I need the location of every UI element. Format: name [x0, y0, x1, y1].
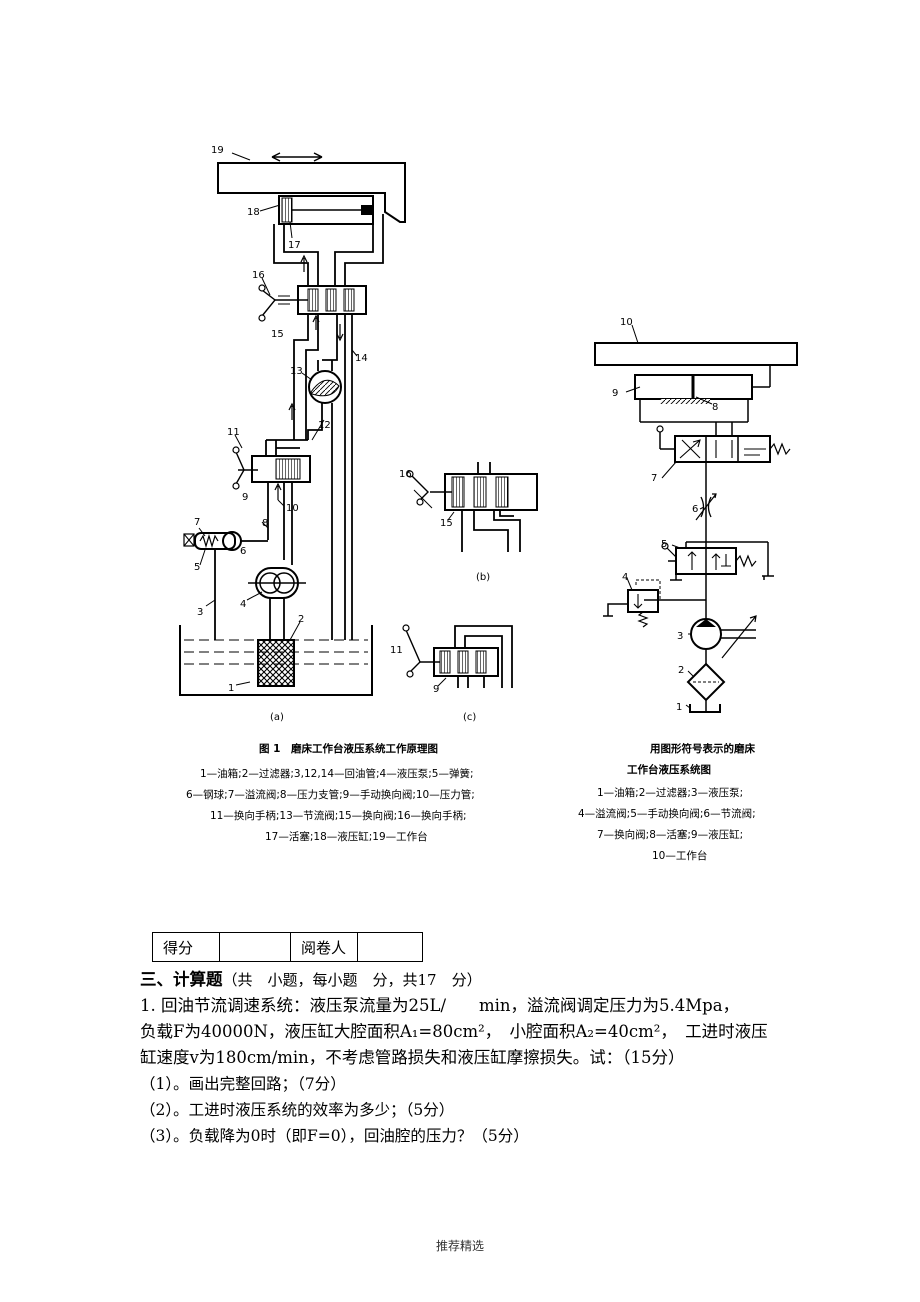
question-sub-3: （3）。负载降为0时（即F=0），回油腔的压力？（5分）: [140, 1127, 529, 1145]
label-r-2: 2: [678, 665, 684, 676]
caption-left-title: 图 1 磨床工作台液压系统工作原理图: [259, 743, 438, 755]
label-r-7: 7: [651, 473, 657, 484]
schematic-a-labels: 19 18 17 16 15 14 13 12 11 10 9 8 7 6 5 …: [194, 145, 368, 723]
label-19: 19: [211, 145, 224, 156]
schematic-a: [179, 152, 406, 696]
section-heading-note: （共 小题，每小题 分，共17 分）: [222, 971, 482, 989]
legend-right-line-4: 10—工作台: [652, 850, 708, 862]
label-5: 5: [194, 562, 200, 573]
label-10: 10: [286, 503, 299, 514]
label-6: 6: [240, 546, 246, 557]
legend-right-line-1: 1—油箱;2—过滤器;3—液压泵;: [597, 787, 744, 799]
label-2: 2: [298, 614, 304, 625]
legend-left-line-1: 1—油箱;2—过滤器;3,12,14—回油管;4—液压泵;5—弹簧;: [200, 768, 474, 780]
schematic-c: [402, 624, 513, 688]
label-1: 1: [228, 683, 234, 694]
label-7: 7: [194, 517, 200, 528]
symbol-diagram-labels: 10 9 8 7 6 5 4 3 2 1: [612, 317, 718, 713]
score-value-cell[interactable]: [219, 932, 291, 962]
label-r-3: 3: [677, 631, 683, 642]
label-8: 8: [262, 518, 268, 529]
label-c-9: 9: [433, 684, 439, 695]
subfig-c-label: (c): [463, 712, 476, 723]
caption-right-line-1: 用图形符号表示的磨床: [650, 743, 755, 755]
filter-2: [257, 639, 295, 687]
label-r-10: 10: [620, 317, 633, 328]
question-sub-2: （2）。工进时液压系统的效率为多少；（5分）: [140, 1101, 455, 1119]
label-4: 4: [240, 599, 246, 610]
label-9: 9: [242, 492, 248, 503]
label-r-9: 9: [612, 388, 618, 399]
reviewer-value-cell[interactable]: [357, 932, 423, 962]
legend-right-line-2: 4—溢流阀;5—手动换向阀;6—节流阀;: [578, 808, 756, 820]
question-line-1: 1. 回油节流调速系统：液压泵流量为25L/ min，溢流阀调定压力为5.4Mp…: [140, 996, 740, 1015]
label-15: 15: [271, 329, 284, 340]
label-14: 14: [355, 353, 368, 364]
label-16: 16: [252, 270, 265, 281]
question-line-2: 负载F为40000N，液压缸大腔面积A₁=80cm²， 小腔面积A₂=40cm²…: [140, 1022, 768, 1041]
score-table: 得分 阅卷人: [152, 932, 423, 962]
label-b-16: 16: [399, 469, 412, 480]
score-label: 得分: [152, 932, 220, 962]
throttle-13: [308, 370, 342, 404]
label-17: 17: [288, 240, 301, 251]
section-heading: 三、计算题: [140, 970, 223, 989]
worktable-10: [594, 342, 798, 366]
label-r-1: 1: [676, 702, 682, 713]
question-line-3: 缸速度v为180cm/min，不考虑管路损失和液压缸摩擦损失。试：（15分）: [140, 1048, 685, 1067]
tank-1: [179, 625, 373, 696]
label-11: 11: [227, 427, 240, 438]
label-r-8: 8: [712, 402, 718, 413]
subfig-b-label: (b): [476, 572, 490, 583]
section-heading-line: 三、计算题（共 小题，每小题 分，共17 分）: [140, 967, 482, 993]
subfig-a-label: (a): [270, 712, 284, 723]
legend-left-line-3: 11—换向手柄;13—节流阀;15—换向阀;16—换向手柄;: [210, 810, 467, 822]
label-c-11: 11: [390, 645, 403, 656]
label-r-4: 4: [622, 572, 628, 583]
label-18: 18: [247, 207, 260, 218]
label-r-5: 5: [661, 539, 667, 550]
label-b-15: 15: [440, 518, 453, 529]
label-r-6: 6: [692, 504, 698, 515]
page-footer: 推荐精选: [435, 1239, 484, 1253]
label-13: 13: [290, 366, 303, 377]
legend-left-line-4: 17—活塞;18—液压缸;19—工作台: [265, 831, 428, 843]
caption-right-line-2: 工作台液压系统图: [627, 764, 711, 776]
legend-right-line-3: 7—换向阀;8—活塞;9—液压缸;: [597, 829, 744, 841]
relief-valve-4: [627, 589, 659, 613]
valve-9: [251, 455, 311, 483]
schematic-b: [406, 462, 538, 552]
question-sub-1: （1）。画出完整回路；（7分）: [140, 1075, 346, 1093]
worktable-19: [217, 162, 406, 223]
tank-1-symbol: [689, 704, 721, 713]
label-12: 12: [318, 420, 331, 431]
label-3: 3: [197, 607, 203, 618]
symbol-diagram: [594, 324, 798, 713]
legend-left-line-2: 6—钢球;7—溢流阀;8—压力支管;9—手动换向阀;10—压力管;: [186, 789, 475, 801]
reviewer-label: 阅卷人: [290, 932, 358, 962]
